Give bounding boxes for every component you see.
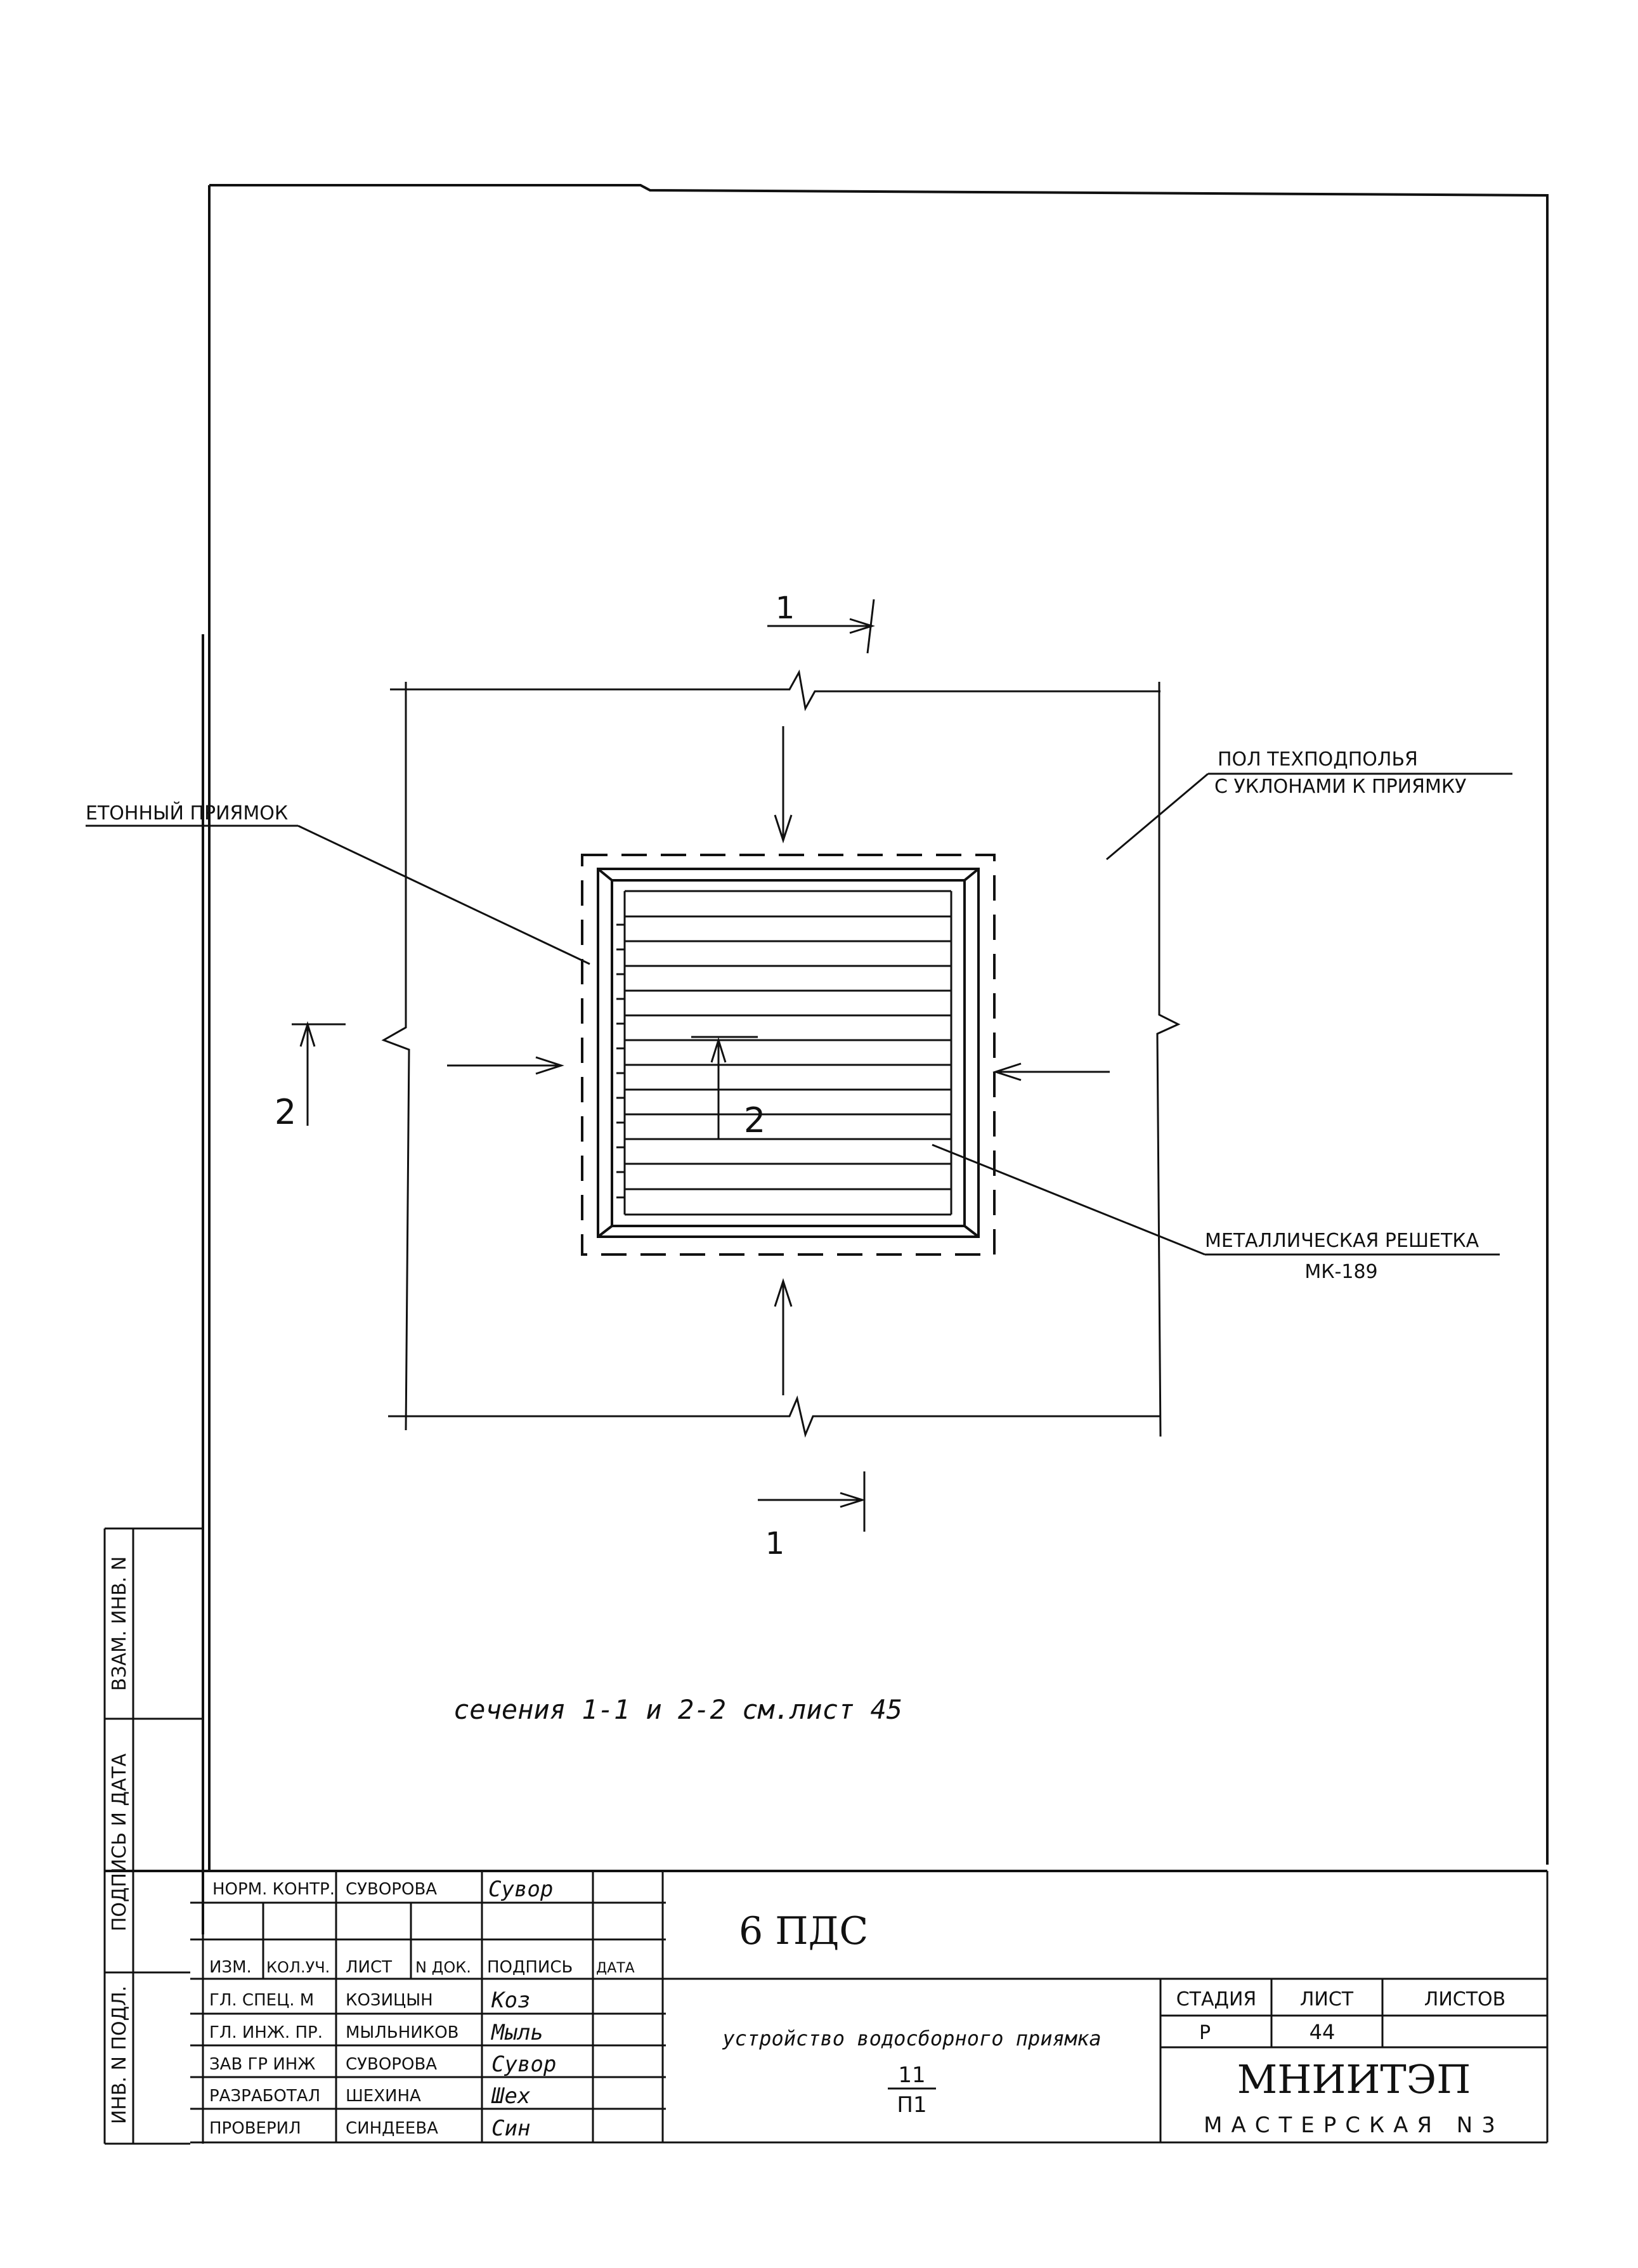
metal-grate (616, 890, 952, 1216)
stage-label: СТАДИЯ (1176, 1988, 1257, 2011)
row-signature: Шех (491, 2083, 531, 2109)
sheet-label: ЛИСТ (1300, 1988, 1354, 2011)
approval-rows: ГЛ. СПЕЦ. М КОЗИЦЫН Коз ГЛ. ИНЖ. ПР. МЫЛ… (209, 1988, 556, 2141)
row-signature: Син (491, 2116, 530, 2141)
section-1-label-top: 1 (776, 590, 795, 626)
sheet-frame (105, 184, 1549, 1934)
section-1-marker (758, 599, 876, 1532)
header-izm: ИЗМ. (209, 1958, 252, 1977)
floor-outline (381, 669, 1181, 1438)
slope-arrows (447, 726, 1110, 1395)
fraction-bottom: П1 (897, 2092, 926, 2118)
header-podpis: ПОДПИСЬ (487, 1958, 573, 1977)
row-role: ГЛ. СПЕЦ. М (209, 1991, 314, 2010)
row-signature: Сувор (491, 2052, 556, 2077)
arrow-left-icon (992, 1062, 1110, 1081)
row-name: ШЕХИНА (346, 2087, 421, 2106)
label-floor-line1: ПОЛ ТЕХПОДПОЛЬЯ (1218, 748, 1418, 771)
row-signature: Мыль (491, 2020, 543, 2045)
sheets-label: ЛИСТОВ (1424, 1988, 1505, 2011)
side-stamp-vzam-inv: ВЗАМ. ИНВ. N (108, 1556, 131, 1691)
row-signature: Коз (491, 1988, 530, 2013)
section-2-label-center: 2 (744, 1100, 765, 1140)
section-1-label-bottom: 1 (765, 1526, 785, 1561)
label-grate-line1: МЕТАЛЛИЧЕСКАЯ РЕШЕТКА (1205, 1230, 1479, 1252)
side-stamp-inv-podl: ИНВ. N ПОДЛ. (108, 1986, 131, 2124)
concrete-pit (597, 868, 980, 1238)
section-2-label-left: 2 (275, 1092, 296, 1132)
header-kol-uch: КОЛ.УЧ. (266, 1958, 330, 1976)
header-list: ЛИСТ (346, 1958, 392, 1977)
norm-kontr-label: НОРМ. КОНТР. (212, 1880, 335, 1899)
stage-value: Р (1199, 2022, 1211, 2044)
arrow-down-icon (774, 726, 793, 844)
sheet-title: устройство водосборного приямка (722, 2026, 1101, 2050)
row-name: КОЗИЦЫН (346, 1991, 433, 2010)
project-code: 6 ПДС (739, 1909, 868, 1953)
label-concrete-pit: ЕТОННЫЙ ПРИЯМОК (86, 802, 288, 824)
side-stamp-podpis-data: ПОДПИСЬ И ДАТА (108, 1753, 131, 1931)
arrow-up-icon (774, 1278, 793, 1395)
org-name: МНИИТЭП (1237, 2056, 1471, 2102)
row-name: СУВОРОВА (346, 2055, 437, 2074)
row-role: ПРОВЕРИЛ (209, 2119, 301, 2138)
norm-kontr-signature: Сувор (488, 1877, 553, 1902)
sections-note: сечения 1-1 и 2-2 см.лист 45 (453, 1694, 902, 1725)
row-role: РАЗРАБОТАЛ (209, 2087, 320, 2106)
section-2-marker (292, 1020, 758, 1138)
label-floor-line2: С УКЛОНАМИ К ПРИЯМКУ (1214, 776, 1466, 798)
sheet-value: 44 (1310, 2020, 1336, 2044)
row-name: МЫЛЬНИКОВ (346, 2023, 459, 2042)
row-role: ГЛ. ИНЖ. ПР. (209, 2023, 323, 2042)
header-n-dok: N ДОК. (415, 1958, 471, 1976)
norm-kontr-name: СУВОРОВА (346, 1880, 437, 1899)
org-dept: МАСТЕРСКАЯ N3 (1204, 2113, 1504, 2138)
header-data: ДАТА (596, 1960, 635, 1976)
fraction-top: 11 (898, 2063, 925, 2088)
leader-lines (86, 772, 1512, 1256)
arrow-right-icon (447, 1056, 564, 1075)
side-stamp (103, 1527, 203, 2145)
row-name: СИНДЕЕВА (346, 2119, 438, 2138)
title-block-grid (190, 1871, 1549, 2144)
pit-dashed-outline (581, 854, 996, 1256)
row-role: ЗАВ ГР ИНЖ (209, 2055, 315, 2074)
label-grate-line2: МК-189 (1304, 1261, 1377, 1283)
